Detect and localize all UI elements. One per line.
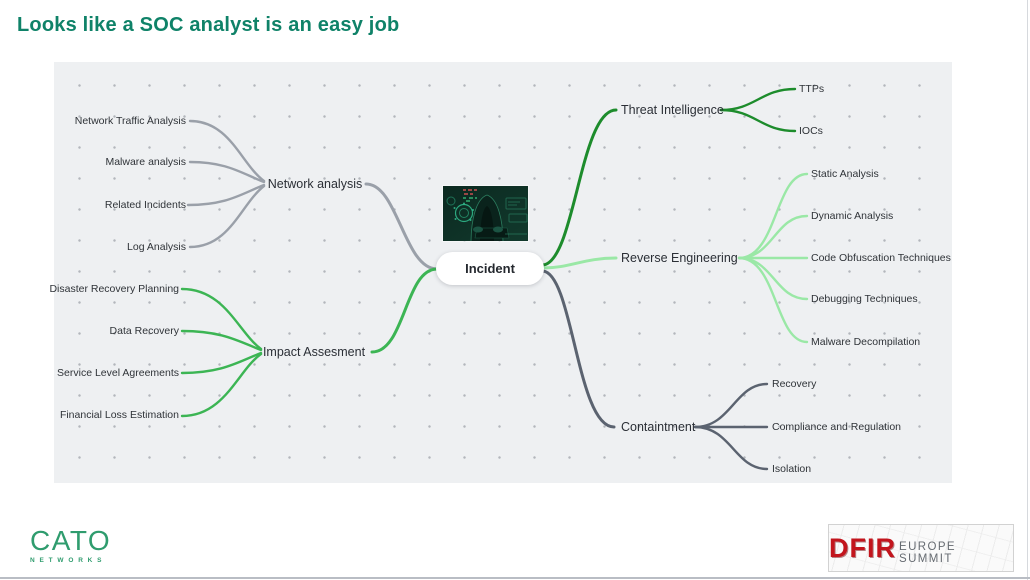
links-containtment bbox=[541, 269, 769, 471]
cato-networks-logo: CATO NETWORKS bbox=[30, 525, 112, 565]
hacker-image bbox=[442, 185, 529, 242]
node-disaster-recovery-planning[interactable]: Disaster Recovery Planning bbox=[49, 283, 179, 295]
node-reverse-engineering[interactable]: Reverse Engineering bbox=[621, 251, 738, 265]
node-financial-loss-estimation[interactable]: Financial Loss Estimation bbox=[59, 409, 179, 421]
hud-panels bbox=[505, 197, 528, 235]
dfir-europe-summit-logo: DFIR EUROPE SUMMIT bbox=[828, 524, 1014, 572]
node-network-traffic-analysis[interactable]: Network Traffic Analysis bbox=[74, 115, 186, 127]
node-containtment[interactable]: Containtment bbox=[621, 420, 696, 434]
node-recovery[interactable]: Recovery bbox=[772, 378, 817, 390]
cato-sub-wordmark: NETWORKS bbox=[30, 557, 107, 564]
node-compliance-and-regulation[interactable]: Compliance and Regulation bbox=[772, 421, 901, 433]
mindmap-links bbox=[180, 87, 809, 471]
node-service-level-agreements[interactable]: Service Level Agreements bbox=[57, 367, 179, 379]
cato-wordmark: CATO bbox=[30, 525, 112, 556]
node-isolation[interactable]: Isolation bbox=[772, 463, 812, 475]
dfir-wordmark: DFIR bbox=[829, 532, 896, 563]
links-network-analysis bbox=[186, 119, 439, 271]
slide-bottom-rule bbox=[0, 577, 1030, 579]
node-log-analysis[interactable]: Log Analysis bbox=[127, 241, 186, 253]
slide-right-edge bbox=[1027, 0, 1028, 580]
node-malware-decompilation[interactable]: Malware Decompilation bbox=[811, 336, 921, 348]
node-debugging-techniques[interactable]: Debugging Techniques bbox=[811, 293, 918, 305]
node-impact-assesment[interactable]: Impact Assesment bbox=[262, 345, 366, 359]
links-reverse-engineering bbox=[541, 172, 809, 344]
code-glyphs bbox=[463, 189, 477, 202]
mindmap-canvas: Network Traffic Analysis Malware analysi… bbox=[49, 62, 952, 483]
node-threat-intelligence[interactable]: Threat Intelligence bbox=[621, 103, 724, 117]
node-incident[interactable]: Incident bbox=[436, 252, 544, 285]
laptop bbox=[473, 226, 510, 239]
node-iocs[interactable]: IOCs bbox=[799, 125, 823, 137]
node-ttps[interactable]: TTPs bbox=[799, 83, 825, 95]
node-data-recovery[interactable]: Data Recovery bbox=[109, 325, 179, 337]
dfir-sub-wordmark: EUROPE SUMMIT bbox=[899, 540, 956, 565]
node-static-analysis[interactable]: Static Analysis bbox=[811, 168, 879, 180]
node-code-obfuscation-techniques[interactable]: Code Obfuscation Techniques bbox=[811, 252, 951, 264]
node-related-incidents[interactable]: Related Incidents bbox=[104, 199, 186, 211]
node-dynamic-analysis[interactable]: Dynamic Analysis bbox=[811, 210, 894, 222]
node-malware-analysis[interactable]: Malware analysis bbox=[105, 156, 186, 168]
slide-title: Looks like a SOC analyst is an easy job bbox=[17, 14, 400, 36]
node-network-analysis[interactable]: Network analysis bbox=[267, 177, 363, 191]
links-threat-intelligence bbox=[541, 87, 797, 267]
links-impact-assesment bbox=[180, 267, 439, 418]
